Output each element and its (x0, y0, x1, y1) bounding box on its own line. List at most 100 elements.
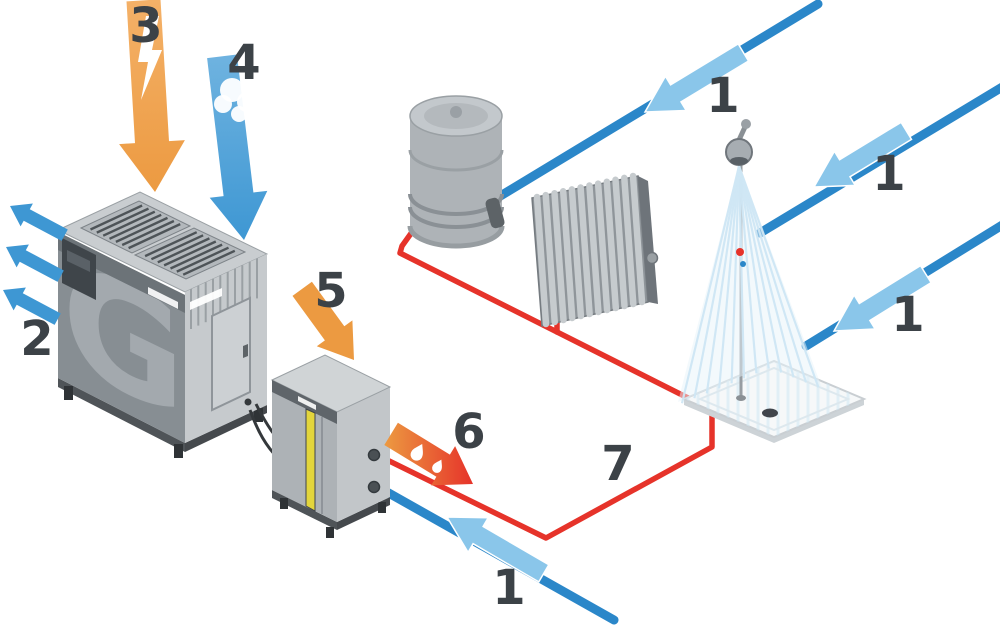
unit-yellow-stripe (305, 408, 316, 512)
cable-connector (244, 398, 252, 406)
tank-seam-upper (408, 149, 504, 172)
vent-slat (176, 246, 230, 273)
spray-line (718, 165, 741, 389)
radiator-fin (568, 186, 585, 320)
unit-base-side (337, 497, 390, 530)
label-hot-water-loop: 7 (601, 436, 634, 492)
spray-line (737, 165, 808, 383)
radiator (531, 172, 659, 328)
cloud-puff (231, 106, 247, 122)
compressor-vent-slats (89, 204, 236, 276)
compressor-base-side (185, 405, 267, 452)
unit-base-front (272, 490, 337, 530)
label-hot-water-out: 6 (452, 404, 485, 460)
spray-line (730, 165, 741, 384)
cold-water-pipe-mid (755, 83, 1000, 238)
hot-water-tank (407, 95, 505, 249)
vent-slat (150, 234, 204, 261)
radiator-fin (542, 191, 558, 326)
hot-water-arrow (384, 422, 473, 486)
shower-pole-base (736, 395, 746, 401)
spray-line (737, 165, 795, 378)
compressor-door (211, 296, 251, 412)
exhaust-arrow (3, 287, 61, 325)
vent-slat (108, 213, 162, 240)
compressor-side-vents (190, 258, 258, 329)
spray-line (737, 165, 746, 379)
spray-line (737, 165, 758, 374)
compressor-side-logo (190, 288, 222, 310)
unit-foot (378, 502, 386, 513)
flow-arrow-mid (812, 121, 913, 188)
radiator-fin (612, 176, 628, 310)
cloud-puff (214, 95, 232, 113)
vent-slat (182, 249, 236, 276)
radiator-side (638, 176, 658, 304)
label-exhaust-air: 2 (20, 311, 53, 367)
compressor-foot (64, 386, 73, 400)
spray-line (705, 165, 741, 394)
lightning-icon (138, 16, 162, 100)
radiator-valve (645, 251, 659, 265)
compressor-display (67, 250, 90, 272)
shower-head-face (730, 157, 748, 165)
compressor: G (56, 191, 269, 458)
compressor-foot (254, 408, 263, 422)
shower-drain (762, 408, 778, 418)
label-electric-power: 3 (129, 0, 162, 54)
vent-slat (128, 223, 181, 250)
shower-tray-inner (697, 366, 851, 432)
exhaust-air-arrows (3, 203, 68, 325)
label-recovered-heat: 5 (314, 263, 347, 319)
spray-line (737, 165, 820, 388)
electric-arrow-shape (119, 0, 185, 192)
vent-slat (121, 219, 175, 247)
radiator-fin (621, 174, 637, 308)
radiator-fin (533, 193, 550, 328)
label-cold-water-bottom: 1 (492, 560, 525, 616)
cloud-icon (214, 77, 261, 122)
spray-line (737, 165, 783, 373)
unit-foot (326, 527, 334, 538)
unit-hot-port (367, 448, 381, 462)
label-ambient-air: 4 (227, 35, 260, 91)
hot-water-arrow-shape (384, 422, 473, 486)
tank-cap (450, 106, 462, 118)
radiator-fin (594, 180, 611, 314)
compressor-logo-strip (148, 287, 178, 309)
tank-bottom-edge (407, 225, 505, 249)
vent-slat (115, 216, 169, 243)
radiator-fin (551, 189, 567, 324)
flow-arrow-bottom (445, 516, 550, 583)
label-cold-water-top: 1 (706, 68, 739, 124)
shower (678, 119, 867, 443)
compressor-foot (174, 444, 183, 458)
vent-slat (102, 210, 156, 237)
spray-line (680, 165, 741, 404)
water-drop-icon (432, 459, 442, 473)
heat-transfer-arrow (292, 281, 354, 360)
exhaust-arrow (10, 203, 68, 241)
flow-arrow-top (643, 42, 750, 113)
shower-knob (741, 119, 751, 129)
tank-body (410, 116, 502, 246)
vent-slat (169, 243, 223, 270)
labels: 1 1 1 1 2 3 4 5 6 7 (20, 0, 924, 616)
radiator-fin (586, 182, 602, 316)
flow-arrow-low (832, 264, 933, 332)
cloud-puff (251, 77, 261, 87)
shower-valve-hot (736, 248, 744, 256)
spray-line (693, 165, 741, 399)
vent-slat (89, 204, 143, 231)
compressor-base-front (58, 378, 185, 452)
radiator-fin (577, 184, 593, 318)
exhaust-arrow (6, 244, 64, 282)
heat-arrow-shape (292, 281, 354, 360)
unit-cold-port (367, 480, 381, 494)
compressor-door-handle (243, 344, 248, 358)
vent-slat (96, 207, 150, 234)
vent-slat (163, 240, 217, 267)
vent-slat (144, 231, 198, 258)
spray-line (737, 165, 770, 369)
